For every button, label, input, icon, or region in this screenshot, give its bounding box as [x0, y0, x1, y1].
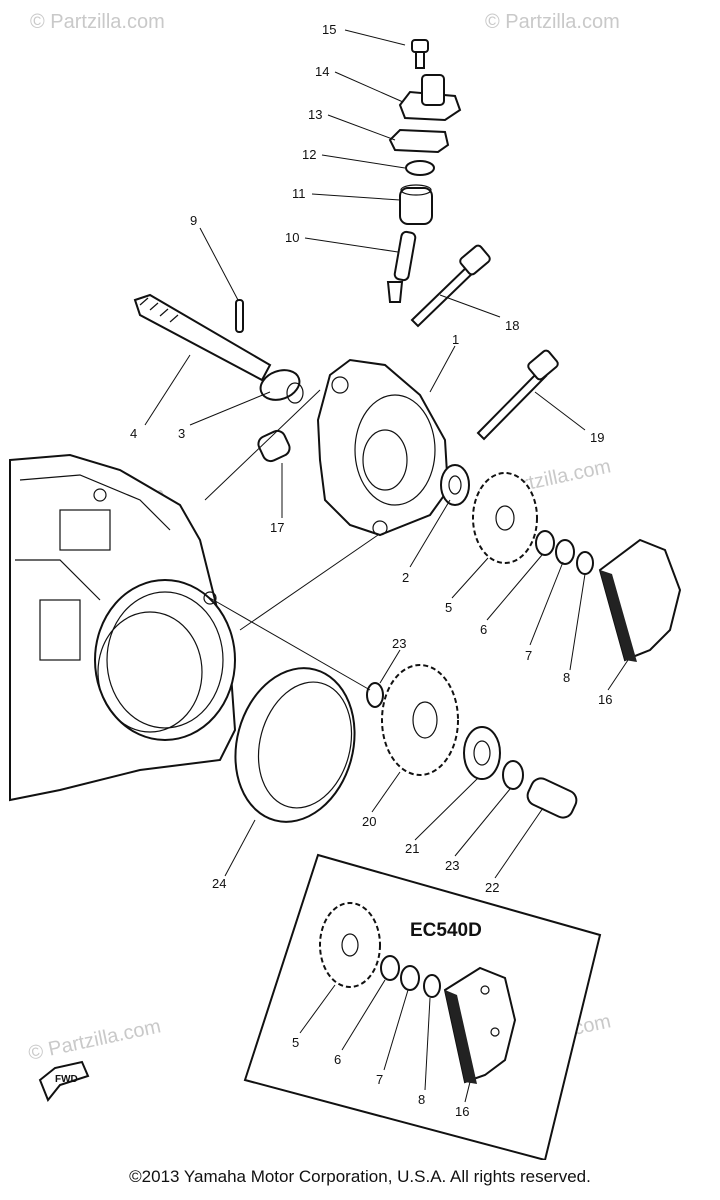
callout-14: 14 [315, 64, 329, 79]
callout-12: 12 [302, 147, 316, 162]
exploded-parts-diagram: © Partzilla.com © Partzilla.com © Partzi… [9, 11, 682, 1160]
callout-23-lower: 23 [445, 858, 459, 873]
callout-13: 13 [308, 107, 322, 122]
callout-2: 2 [402, 570, 409, 585]
callout-10: 10 [285, 230, 299, 245]
part-3-bushing [259, 369, 304, 404]
callout-22: 22 [485, 880, 499, 895]
part-7-washer [555, 539, 575, 565]
part-20-gear [381, 664, 459, 776]
part-1-housing [316, 358, 450, 537]
callout-18: 18 [505, 318, 519, 333]
part-11-sleeve [399, 184, 433, 225]
inset-callout-5: 5 [292, 1035, 299, 1050]
part-4-shaft [133, 293, 272, 382]
callout-23-upper: 23 [392, 636, 406, 651]
inset-callout-8: 8 [418, 1092, 425, 1107]
callout-4: 4 [130, 426, 137, 441]
part-19-bolt [476, 349, 559, 441]
part-8-nut [576, 551, 594, 575]
callout-24: 24 [212, 876, 226, 891]
leader-lines [144, 29, 629, 1103]
callout-8: 8 [563, 670, 570, 685]
part-12-ring [405, 160, 435, 176]
part-15-screw [411, 39, 429, 69]
part-5-sprocket [472, 472, 538, 564]
watermark: © Partzilla.com [30, 11, 165, 33]
inset-part-8-nut [423, 974, 441, 998]
inset-part-7-washer [400, 965, 420, 991]
part-24-seal [234, 667, 356, 823]
part-13-gasket [388, 128, 450, 154]
part-23-washer [502, 760, 524, 790]
callout-17: 17 [270, 520, 284, 535]
inset-part-6-washer [380, 955, 400, 981]
callout-9: 9 [190, 213, 197, 228]
callout-20: 20 [362, 814, 376, 829]
part-9-pin [235, 299, 244, 333]
callout-6: 6 [480, 622, 487, 637]
part-6-washer [535, 530, 555, 556]
callout-5: 5 [445, 600, 452, 615]
part-21-bearing [463, 726, 501, 780]
callout-15: 15 [322, 22, 336, 37]
part-18-bolt [410, 244, 491, 328]
fwd-label: FWD [55, 1074, 78, 1085]
callout-1: 1 [452, 332, 459, 347]
callout-7: 7 [525, 648, 532, 663]
inset-part-5-sprocket [319, 902, 381, 988]
callout-19: 19 [590, 430, 604, 445]
inset-callout-16: 16 [455, 1104, 469, 1119]
inset-ec540d: EC540D [243, 853, 602, 1160]
part-22-collar [526, 777, 578, 819]
inset-label: EC540D [410, 920, 482, 941]
part-10-gear-shaft [386, 230, 417, 303]
copyright-notice: ©2013 Yamaha Motor Corporation, U.S.A. A… [129, 1167, 591, 1186]
inset-callout-7: 7 [376, 1072, 383, 1087]
inset-callout-6: 6 [334, 1052, 341, 1067]
callout-11: 11 [292, 186, 306, 201]
callout-21: 21 [405, 841, 419, 856]
callout-16: 16 [598, 692, 612, 707]
watermark: © Partzilla.com [485, 11, 620, 33]
crankcase [9, 453, 237, 802]
callouts: 15 14 13 12 11 10 9 18 1 19 4 3 17 2 5 6… [130, 22, 612, 1119]
fwd-arrow-icon: FWD [38, 1060, 90, 1102]
watermark: © Partzilla.com [26, 1015, 162, 1065]
part-2-bearing [440, 464, 470, 506]
part-23-circlip [366, 682, 384, 708]
callout-3: 3 [178, 426, 185, 441]
part-17-dowel [257, 429, 291, 463]
part-14-fitting [398, 74, 462, 122]
